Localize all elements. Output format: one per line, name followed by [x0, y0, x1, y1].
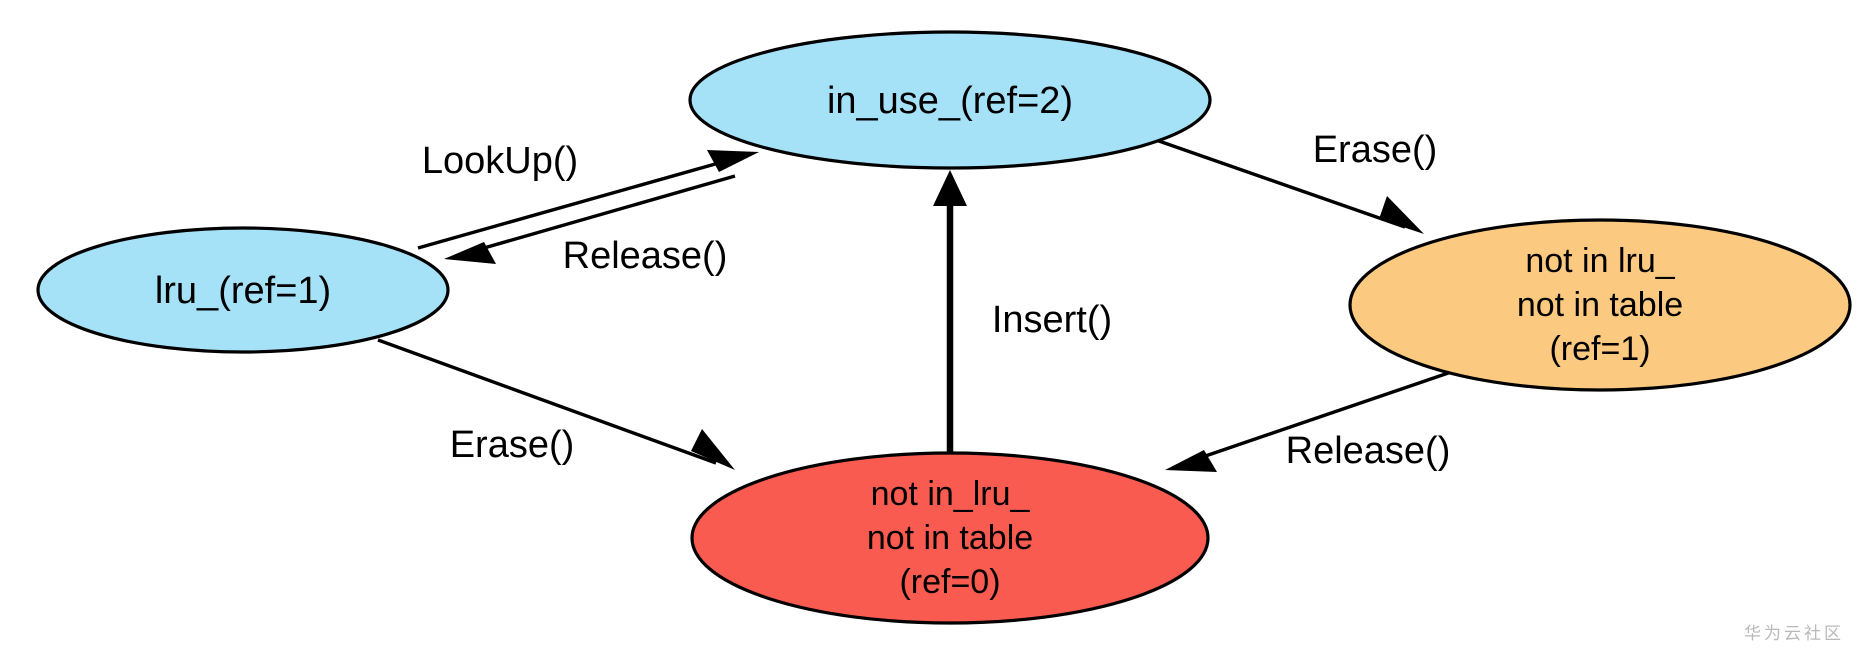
edge-label-insert: Insert() [992, 299, 1112, 341]
edge-erase-to-red-arrowhead [691, 429, 735, 470]
node-not-in-lru-ref0-line1: not in_lru_ [871, 475, 1031, 513]
node-not-in-lru-ref0-line3: (ref=0) [899, 563, 1000, 601]
edge-label-release-to-lru: Release() [563, 235, 728, 277]
edge-insert-arrowhead [933, 170, 967, 206]
edge-release-to-lru-line [462, 174, 736, 256]
edge-release-to-lru [444, 174, 736, 264]
node-not-in-lru-ref1-line3: (ref=1) [1549, 330, 1650, 368]
node-not-in-lru-ref1[interactable]: not in lru_ not in table (ref=1) [1348, 218, 1852, 392]
node-not-in-lru-ref0-line2: not in table [867, 519, 1033, 557]
node-in-use-ellipse[interactable] [688, 30, 1212, 170]
edge-label-erase-to-orange: Erase() [1313, 129, 1438, 171]
edge-erase-to-red [377, 338, 735, 470]
edge-release-to-lru-arrowhead [444, 242, 496, 264]
node-not-in-lru-ref1-ellipse[interactable] [1348, 218, 1852, 392]
edge-release-to-red-arrowhead [1165, 450, 1217, 472]
edge-insert [933, 170, 967, 455]
node-not-in-lru-ref1-line1: not in lru_ [1525, 242, 1675, 280]
node-not-in-lru-ref0[interactable]: not in_lru_ not in table (ref=0) [690, 451, 1210, 625]
node-lru-label: lru_(ref=1) [155, 270, 331, 312]
watermark-text: 华为云社区 [1744, 624, 1844, 644]
edge-erase-to-orange [1155, 138, 1424, 234]
node-not-in-lru-ref1-line2: not in table [1517, 286, 1683, 324]
edge-erase-to-orange-line [1155, 138, 1406, 229]
edge-lookup-line [417, 155, 741, 250]
edge-label-erase-to-red: Erase() [450, 424, 575, 466]
edge-release-to-red [1165, 367, 1461, 472]
node-lru-ellipse[interactable] [36, 226, 450, 354]
edge-release-to-red-line [1184, 367, 1461, 465]
node-in-use-label: in_use_(ref=2) [827, 80, 1073, 122]
edge-erase-to-orange-arrowhead [1379, 196, 1424, 234]
edge-label-release-to-red: Release() [1286, 430, 1451, 472]
node-in-use[interactable]: in_use_(ref=2) [688, 30, 1212, 170]
edge-erase-to-red-line [377, 338, 717, 465]
edge-lookup [417, 150, 759, 250]
edge-label-lookup: LookUp() [422, 140, 578, 182]
node-lru[interactable]: lru_(ref=1) [36, 226, 450, 354]
node-not-in-lru-ref0-ellipse[interactable] [690, 451, 1210, 625]
edge-lookup-arrowhead [707, 150, 759, 172]
